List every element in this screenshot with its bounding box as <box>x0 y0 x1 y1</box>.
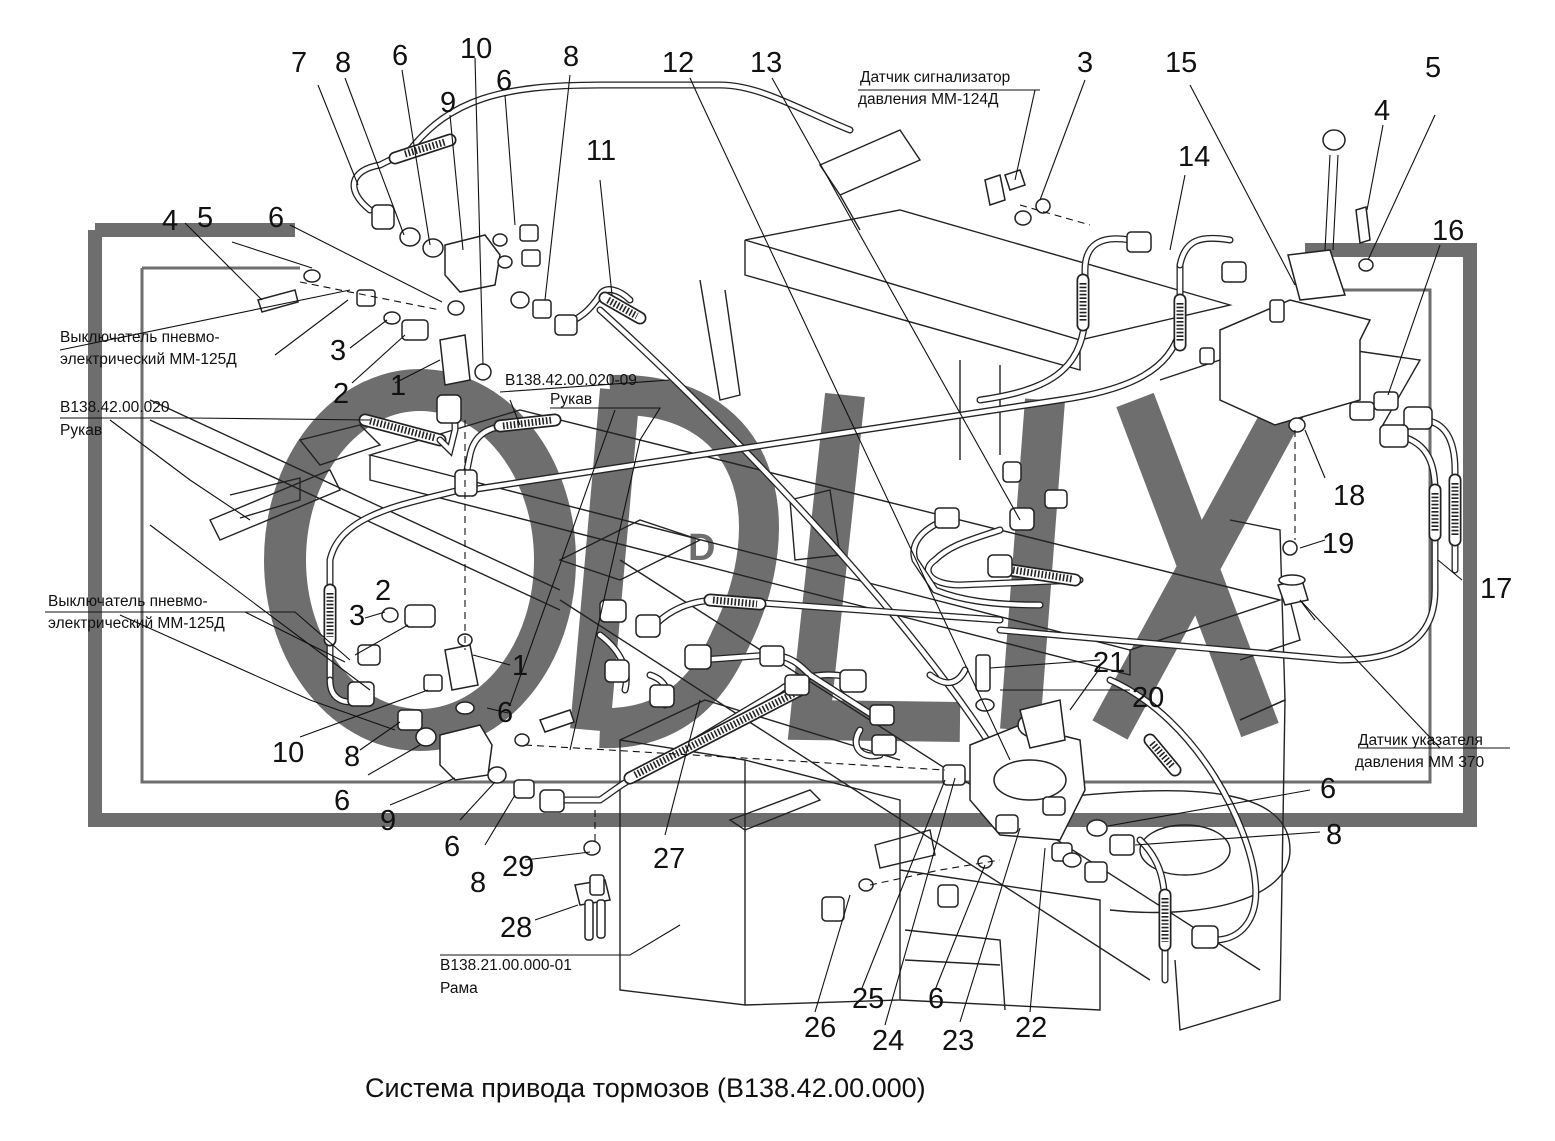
diagram-title: Система привода тормозов (В138.42.00.000… <box>365 1073 926 1103</box>
callout-3: 3 <box>330 335 346 367</box>
label-sensor-signal-line1: Датчик сигнализатор <box>860 69 1010 86</box>
label-gauge-sensor-line2: давления ММ 370 <box>1355 754 1484 771</box>
callout-16: 16 <box>1432 215 1464 247</box>
callout-6: 6 <box>268 202 284 234</box>
callout-6: 6 <box>496 65 512 97</box>
assembly-axes <box>299 204 1296 886</box>
callout-6: 6 <box>1320 773 1336 805</box>
text-labels: Датчик сигнализатор давления ММ-124Д Вык… <box>48 69 1484 997</box>
callout-14: 14 <box>1178 141 1210 173</box>
callout-2: 2 <box>333 378 349 410</box>
callout-26: 26 <box>804 1012 836 1044</box>
callout-8: 8 <box>1326 819 1342 851</box>
callout-12: 12 <box>662 47 694 79</box>
callout-1: 1 <box>390 370 406 402</box>
callout-5: 5 <box>1425 52 1441 84</box>
callout-28: 28 <box>500 912 532 944</box>
callout-3: 3 <box>349 600 365 632</box>
callout-7: 7 <box>291 47 307 79</box>
callout-29: 29 <box>502 851 534 883</box>
callout-numbers: 7 8 6 10 9 6 8 11 12 13 3 15 5 4 14 16 5… <box>162 33 1512 1057</box>
label-switch-top-line2: электрический ММ-125Д <box>60 351 237 368</box>
callout-9: 9 <box>440 87 456 119</box>
callout-17: 17 <box>1480 573 1512 605</box>
label-frame-name: Рама <box>440 980 478 997</box>
callout-11: 11 <box>586 135 616 167</box>
callout-20: 20 <box>1132 682 1164 714</box>
label-hose-020-code: В138.42.00.020 <box>60 399 170 416</box>
label-switch-top-line1: Выключатель пневмо- <box>60 329 220 346</box>
callout-27: 27 <box>653 843 685 875</box>
callout-6: 6 <box>444 831 460 863</box>
callout-6: 6 <box>928 983 944 1015</box>
label-gauge-sensor-line1: Датчик указателя <box>1358 732 1483 749</box>
callout-8: 8 <box>344 741 360 773</box>
label-frame-code: В138.21.00.000-01 <box>440 957 572 974</box>
callout-24: 24 <box>872 1025 904 1057</box>
brake-valve-15 <box>1219 299 1372 426</box>
callout-22: 22 <box>1015 1012 1047 1044</box>
callout-18: 18 <box>1333 480 1365 512</box>
callout-2: 2 <box>375 575 391 607</box>
callout-10: 10 <box>272 737 304 769</box>
label-switch-bottom-line1: Выключатель пневмо- <box>48 593 208 610</box>
callout-9: 9 <box>380 805 396 837</box>
label-hose-020-09-code: В138.42.00.020-09 <box>505 372 637 389</box>
callout-4: 4 <box>162 205 178 237</box>
callout-8: 8 <box>470 867 486 899</box>
valve-9-top <box>444 234 501 293</box>
callout-8: 8 <box>335 47 351 79</box>
callout-21: 21 <box>1093 647 1125 679</box>
callout-6: 6 <box>334 785 350 817</box>
callout-10: 10 <box>460 33 492 65</box>
callout-6: 6 <box>392 40 408 72</box>
pipework <box>323 81 1462 984</box>
callout-19: 19 <box>1322 528 1354 560</box>
callout-6: 6 <box>497 697 513 729</box>
leader-lines <box>45 57 1510 1026</box>
callout-8: 8 <box>563 41 579 73</box>
callout-5: 5 <box>197 202 213 234</box>
callout-4: 4 <box>1374 95 1390 127</box>
label-hose-020-09-name: Рукав <box>550 391 592 408</box>
callout-23: 23 <box>942 1025 974 1057</box>
components <box>257 129 1433 949</box>
bolt-4-left <box>257 289 299 313</box>
watermark-small-d: D <box>688 527 715 569</box>
callout-13: 13 <box>750 47 782 79</box>
callout-15: 15 <box>1165 47 1197 79</box>
label-hose-020-name: Рукав <box>60 422 102 439</box>
label-switch-bottom-line2: электрический ММ-125Д <box>48 615 225 632</box>
callout-3: 3 <box>1077 47 1093 79</box>
label-sensor-signal-line2: давления ММ-124Д <box>858 91 999 108</box>
callout-1: 1 <box>512 650 528 682</box>
valve-9-bottom <box>439 724 493 781</box>
callout-25: 25 <box>852 983 884 1015</box>
